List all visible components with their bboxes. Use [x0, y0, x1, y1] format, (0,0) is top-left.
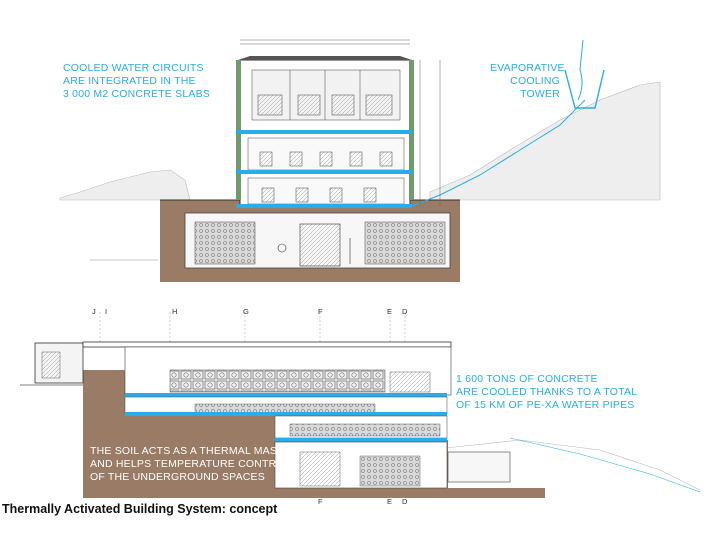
note-cooled-water-circuits: COOLED WATER CIRCUITS ARE INTEGRATED IN … [63, 62, 210, 100]
upper-floor-detail [251, 69, 401, 121]
cooling-pipe [411, 99, 586, 207]
left-hill [59, 169, 191, 201]
figure-caption: Thermally Activated Building System: con… [2, 502, 278, 516]
grid-label-e: E [387, 307, 392, 316]
basement-door [299, 223, 341, 267]
cooled-slab-b2 [125, 412, 447, 416]
cooled-slab-b3 [275, 438, 447, 442]
cooled-slab-1 [236, 130, 412, 134]
grid-label-j: J [92, 307, 96, 316]
cooled-slab-2 [236, 170, 412, 174]
grid-label-f: F [318, 307, 323, 316]
note-soil-thermal-mass: THE SOIL ACTS AS A THERMAL MASS AND HELP… [90, 445, 291, 483]
longitudinal-section [20, 312, 701, 498]
top-cross-section [59, 39, 661, 282]
grid-label-f-bottom: F [318, 497, 323, 506]
grid-label-i: I [105, 307, 107, 316]
roof [238, 56, 412, 60]
note-evaporative-cooling-tower: EVAPORATIVE COOLING TOWER [490, 62, 565, 100]
grid-label-h: H [172, 307, 177, 316]
cooled-slab-3 [236, 204, 412, 208]
cooled-slab-b1 [125, 393, 447, 397]
grid-label-d: D [402, 307, 408, 316]
note-concrete-cooled: 1 600 TONS OF CONCRETE ARE COOLED THANKS… [456, 373, 638, 411]
grid-label-e-bottom: E [387, 497, 392, 506]
ground-floor-detail [247, 177, 405, 205]
right-annex [447, 451, 511, 483]
cooling-tower [564, 69, 605, 109]
grid-label-d-bottom: D [402, 497, 408, 506]
middle-floor-detail [247, 137, 405, 171]
grid-label-g: G [243, 307, 249, 316]
